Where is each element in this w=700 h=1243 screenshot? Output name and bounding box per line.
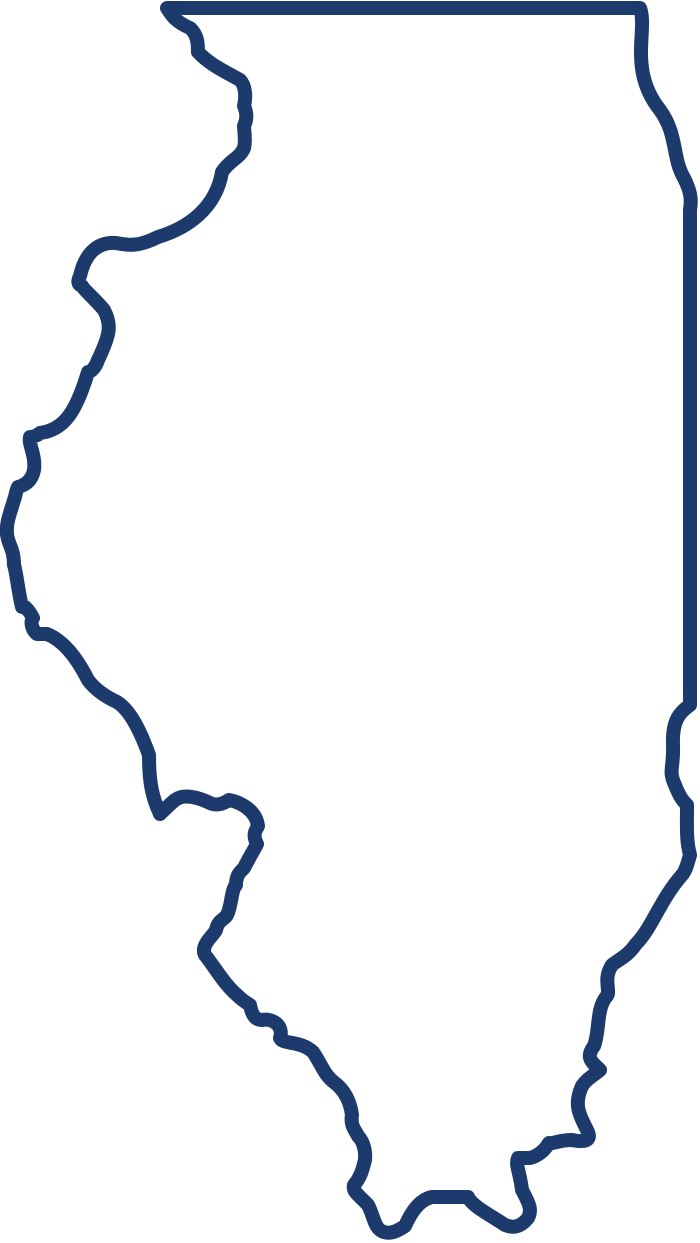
illinois-state-outline xyxy=(0,1,698,1240)
state-outline-map xyxy=(0,1,698,1240)
